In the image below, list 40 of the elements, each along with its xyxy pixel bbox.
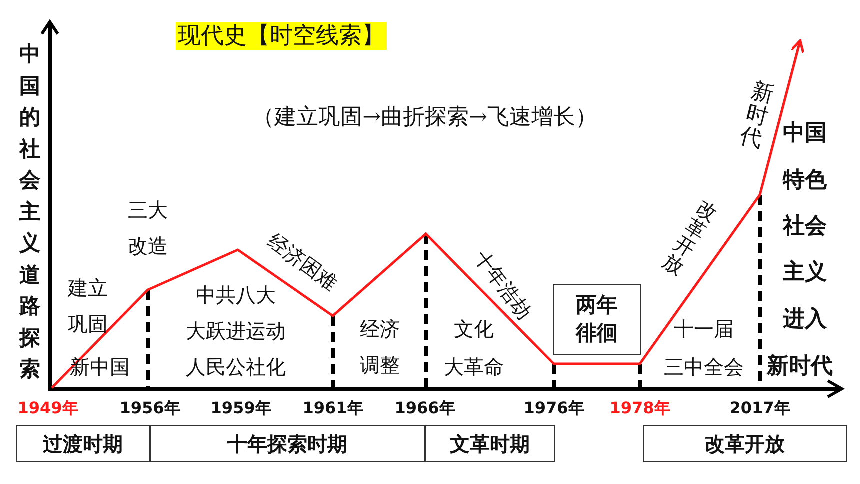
annotation-text: 新时代: [767, 354, 833, 380]
axis-title: 中国的社会主义道路探索: [20, 40, 40, 383]
annotation-text: 社会: [783, 214, 827, 240]
annotation-text: 经济调整: [360, 316, 400, 379]
year-label: 1978年: [610, 398, 670, 418]
node-text: 十年探索时期: [228, 430, 348, 456]
period-box: [643, 425, 847, 462]
year-label: 1956年: [120, 398, 180, 418]
annotation-text: 十一届: [674, 317, 734, 341]
annotation-text: 大革命: [444, 355, 504, 379]
title: 现代史【时空线索】: [176, 22, 387, 50]
annotation-text: 中共八大: [196, 283, 276, 307]
period-box: [16, 425, 150, 462]
annotation-text: 三中全会: [664, 355, 744, 379]
annotation-text: 改革开放: [659, 197, 721, 279]
annotation-text: 新中国: [70, 355, 130, 379]
subtitle: （建立巩固→曲折探索→飞速增长）: [252, 104, 598, 132]
year-label: 1961年: [302, 398, 364, 418]
period-box: [425, 425, 555, 462]
year-label: 1966年: [394, 398, 456, 418]
annotation-text: 文化: [454, 317, 494, 341]
annotation-text: 主义: [783, 260, 827, 286]
node-text: 文革时期: [450, 430, 530, 456]
annotation-text: 人民公社化: [186, 355, 286, 379]
annotation-text: 进入: [783, 306, 827, 334]
stage-box: [553, 284, 641, 355]
annotation-text: 大跃进运动: [186, 319, 286, 343]
annotation-text: 三大改造: [128, 197, 168, 260]
period-box: [150, 425, 425, 462]
year-label: 1976年: [524, 398, 584, 418]
annotation-text: 新时代: [738, 80, 776, 152]
node-text: 两年徘徊: [574, 292, 619, 346]
annotation-text: 建立巩固: [68, 275, 108, 338]
year-label: 1959年: [210, 398, 272, 418]
node-text: 过渡时期: [43, 430, 123, 456]
annotation-text: 中国: [783, 120, 827, 148]
year-label: 1949年: [18, 398, 78, 418]
node-text: 改革开放: [705, 430, 785, 456]
year-label: 2017年: [730, 398, 790, 418]
annotation-text: 特色: [783, 168, 827, 194]
